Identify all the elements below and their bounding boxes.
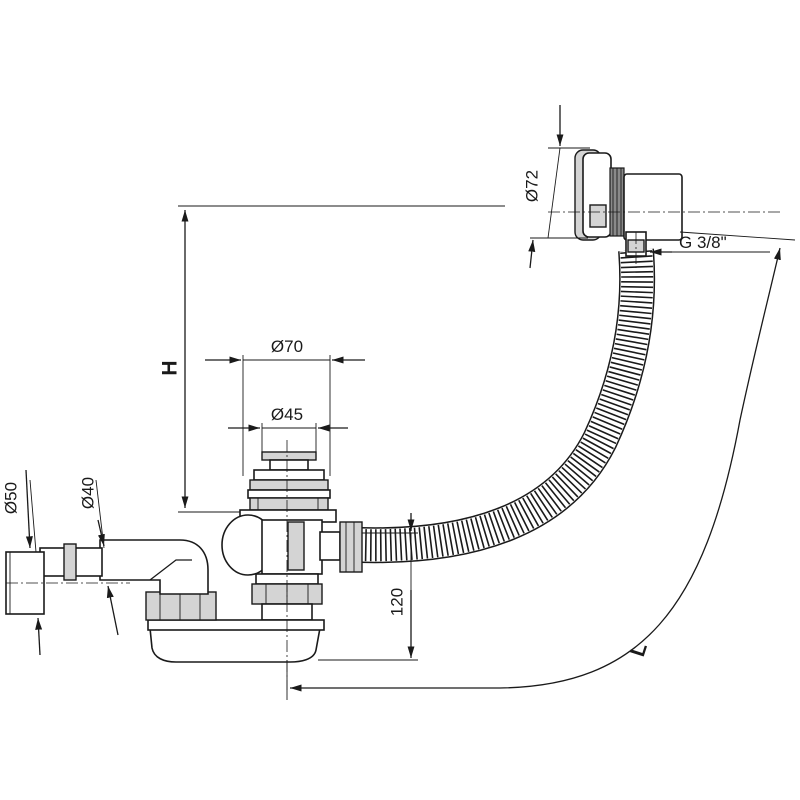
flexible-overflow-hose [359, 248, 656, 564]
overflow-diameter-label: Ø72 [522, 170, 541, 202]
trap-height-label: 120 [387, 588, 406, 616]
waste-plug-assembly [221, 451, 363, 621]
length-dimension: L [286, 231, 796, 700]
outer-diameter-label: Ø70 [271, 337, 303, 356]
outlet-inner-diameter-label: Ø40 [78, 477, 97, 509]
thread-size-label: G 3/8" [679, 233, 727, 252]
plug-diameter-label: Ø45 [271, 405, 303, 424]
outlet-diameter-dimensions: Ø50 Ø40 [1, 469, 119, 656]
height-dimension: H [159, 205, 505, 513]
outlet-outer-diameter-label: Ø50 [1, 482, 20, 514]
overflow-head [574, 149, 683, 257]
height-label: H [159, 360, 182, 375]
length-label: L [626, 640, 652, 659]
